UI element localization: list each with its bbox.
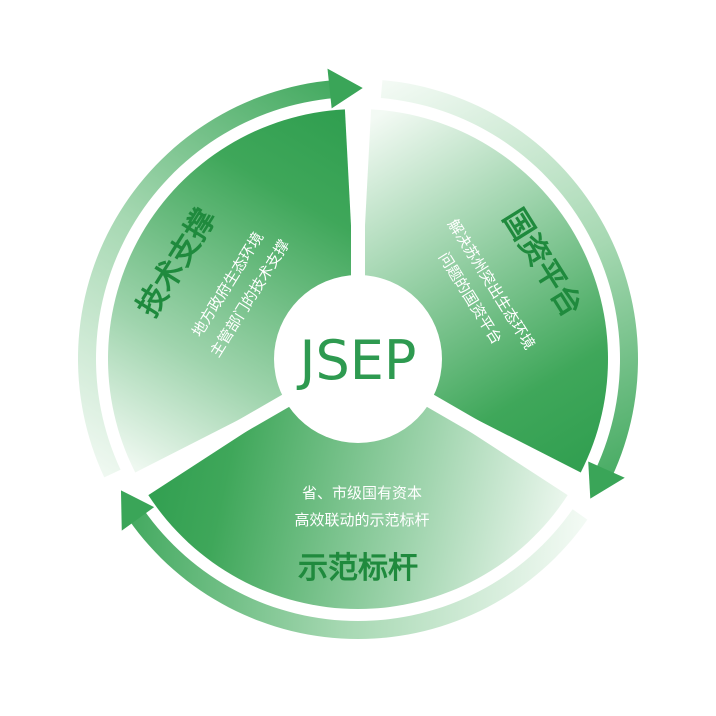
segment-desc-bottom-line1: 省、市级国有资本 <box>302 484 422 502</box>
ring-arrow-left <box>78 80 336 478</box>
arrowhead-icon <box>588 461 625 499</box>
center-circle <box>274 275 442 443</box>
arrowhead-icon <box>327 68 363 109</box>
segment-desc-bottom-line2: 高效联动的示范标杆 <box>294 511 429 529</box>
segment-bottom <box>148 359 568 609</box>
segment-title-bottom: 示范标杆 <box>298 551 418 586</box>
arrowhead-icon <box>120 490 155 531</box>
center-label: JSEP <box>297 329 417 392</box>
ring-arrow-right <box>380 80 638 478</box>
ring-arrow-bottom <box>128 509 588 639</box>
